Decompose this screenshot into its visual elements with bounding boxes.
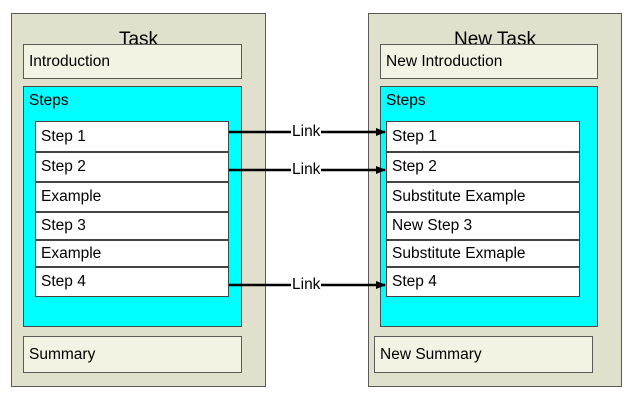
example-row: Example xyxy=(35,240,229,267)
steps-label: Steps xyxy=(29,92,69,109)
step-2-row: Step 2 xyxy=(35,152,229,182)
step-1-row: Step 1 xyxy=(35,121,229,152)
link-label-2: Link xyxy=(291,161,322,179)
example-row: Example xyxy=(35,182,229,212)
step-3-row: Step 3 xyxy=(35,212,229,240)
new-step-2-row: Step 2 xyxy=(386,152,580,182)
new-introduction-box: New Introduction xyxy=(380,44,598,79)
introduction-box: Introduction xyxy=(23,44,242,79)
substitute-exmaple-row: Substitute Exmaple xyxy=(386,240,580,267)
new-steps-label: Steps xyxy=(386,92,426,109)
new-step-1-row: Step 1 xyxy=(386,121,580,152)
substitute-example-row: Substitute Example xyxy=(386,182,580,212)
link-label-3: Link xyxy=(291,276,322,294)
step-4-row: Step 4 xyxy=(35,267,229,297)
new-step-4-row: Step 4 xyxy=(386,267,580,297)
new-summary-box: New Summary xyxy=(374,336,593,373)
new-step-3-row: New Step 3 xyxy=(386,212,580,240)
summary-box: Summary xyxy=(23,336,242,373)
link-label-1: Link xyxy=(291,123,322,141)
